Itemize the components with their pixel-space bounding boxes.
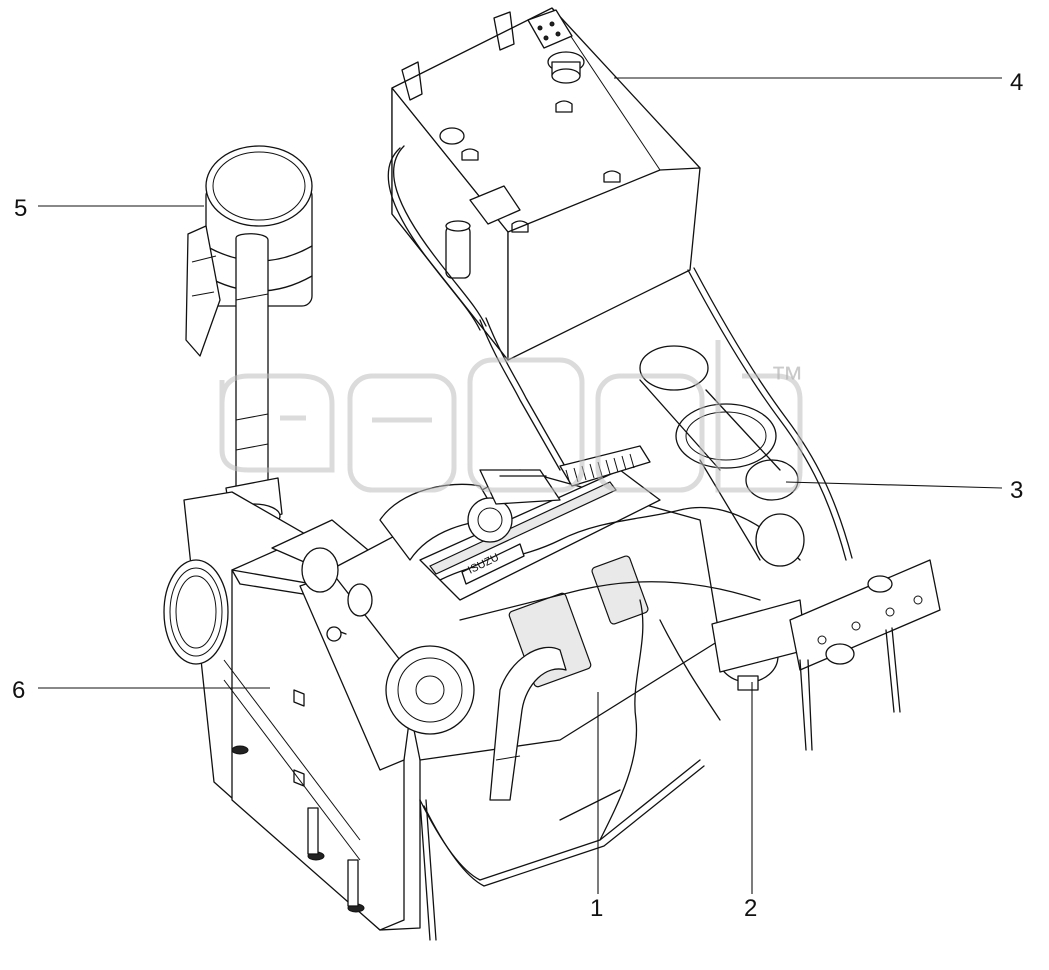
leader-line-3 [785, 481, 1003, 489]
fuel-tank [387, 7, 853, 561]
callout-3: 3 [1010, 477, 1023, 504]
watermark-trademark: ™ [770, 360, 804, 398]
callout-1: 1 [590, 895, 603, 922]
callout-2: 2 [744, 895, 757, 922]
accumulator [711, 559, 941, 751]
callouts: 4 5 3 6 1 2 [12, 69, 1023, 922]
callout-4: 4 [1010, 69, 1023, 96]
callout-6: 6 [12, 677, 25, 704]
watermark-logo: ™ [219, 340, 804, 493]
engine: ISUZU [301, 445, 801, 941]
callout-5: 5 [14, 195, 27, 222]
